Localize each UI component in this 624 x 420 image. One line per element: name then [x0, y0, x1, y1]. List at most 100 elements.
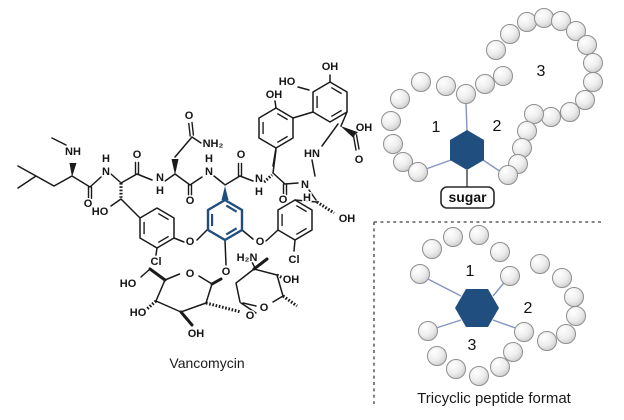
- atom-label: O: [133, 149, 142, 161]
- atom-label: H₂N: [237, 252, 258, 264]
- peptide-bead: [500, 24, 520, 44]
- atom-label: O: [84, 198, 93, 210]
- wedge-bond: [340, 126, 356, 138]
- bicyclic-peptide-schematic: 1 2 3 sugar: [381, 8, 603, 209]
- peptide-bead: [537, 331, 557, 351]
- peptide-bead: [577, 35, 597, 55]
- atom-label: OH: [339, 213, 356, 225]
- loop-label-2: 2: [524, 300, 533, 317]
- peptide-bead: [469, 225, 489, 245]
- peptide-bead: [534, 8, 554, 28]
- carbonyl-double-bonds: [87, 121, 360, 200]
- peptide-bead: [410, 264, 430, 284]
- sugar-box: [440, 186, 495, 209]
- molecule-caption: Vancomycin: [169, 355, 244, 371]
- atom-label: H: [303, 192, 311, 204]
- dashed-divider: [373, 221, 603, 404]
- peptide-bead: [490, 357, 510, 377]
- chlorophenol-ring-left: [139, 207, 175, 249]
- peptide-bead: [436, 76, 456, 96]
- aromatic-inner-bond: [330, 86, 342, 95]
- peptide-bead: [446, 359, 466, 379]
- peptide-bead: [390, 89, 410, 109]
- atom-label: O: [355, 154, 364, 166]
- atom-label: HO: [279, 76, 296, 88]
- peptide-bead: [514, 322, 534, 342]
- peptide-bead-chain: [410, 225, 586, 386]
- peptide-bead: [566, 306, 586, 326]
- aromatic-inner-bond: [330, 109, 342, 118]
- peptide-bead: [427, 346, 447, 366]
- atom-label: O: [260, 302, 269, 314]
- peptide-bead: [517, 12, 537, 32]
- atom-label: N: [102, 166, 110, 178]
- aromatic-inner-bond: [157, 212, 169, 221]
- loop-label-2: 2: [493, 118, 502, 135]
- atom-label: Cl: [151, 256, 162, 268]
- aromatic-inner-bond: [276, 135, 288, 144]
- atom-label: O: [237, 149, 246, 161]
- peptide-bead: [490, 242, 510, 262]
- peptide-bead: [393, 152, 413, 172]
- peptide-bead: [517, 121, 537, 141]
- peptide-bead: [486, 40, 506, 60]
- wedge-bond: [171, 159, 179, 175]
- atom-label: OH: [188, 328, 205, 340]
- peptide-bead: [575, 90, 595, 110]
- wedge-bond-blue: [221, 186, 229, 200]
- atom-label: OH: [266, 89, 283, 101]
- peptide-bead: [411, 72, 431, 92]
- aromatic-inner-bond: [295, 204, 307, 213]
- loop-label-1: 1: [432, 119, 441, 136]
- atom-label: HO: [130, 307, 147, 319]
- aromatic-inner-bond: [225, 227, 238, 236]
- peptide-bead: [583, 53, 603, 73]
- peptide-bead: [408, 162, 428, 182]
- atom-label: O: [222, 266, 231, 278]
- atom-label: O: [279, 194, 288, 206]
- atom-label: OH: [322, 61, 339, 73]
- peptide-bead: [566, 21, 586, 41]
- peptide-bead: [503, 342, 523, 362]
- atom-label: O: [256, 236, 265, 248]
- peptide-bead: [381, 111, 401, 131]
- scaffold-hexagon: [450, 130, 484, 170]
- atom-label: HO: [120, 278, 137, 290]
- peptide-bead: [560, 102, 580, 122]
- hashed-stereo-bonds: [119, 173, 335, 314]
- peptide-bead: [524, 104, 544, 124]
- peptide-bead: [530, 254, 550, 274]
- central-blue-ring: [206, 198, 244, 242]
- atom-label: H: [255, 186, 263, 198]
- aromatic-inner-bond: [295, 227, 307, 236]
- atom-label: OH: [356, 122, 373, 134]
- atom-label: OH: [283, 274, 300, 286]
- peptide-bead: [551, 11, 571, 31]
- atom-label: H: [205, 153, 213, 165]
- atom-label: O: [246, 310, 255, 322]
- wedge-bond: [69, 163, 77, 177]
- atom-label: NH₂: [203, 138, 224, 150]
- aromatic-inner-bond: [276, 112, 288, 121]
- scaffold-hexagon: [455, 289, 499, 327]
- atom-label: N: [205, 166, 213, 178]
- wedge-bond: [148, 257, 269, 327]
- atom-label: O: [186, 268, 195, 280]
- peptide-bead: [552, 268, 572, 288]
- chlorophenol-ring-right: [277, 199, 313, 241]
- peptide-bead: [383, 134, 403, 154]
- peptide-bead: [475, 74, 495, 94]
- atom-label: N: [301, 179, 309, 191]
- peptide-bead: [498, 165, 518, 185]
- atom-label: NH: [65, 146, 81, 158]
- peptide-bead: [418, 321, 438, 341]
- peptide-bead: [443, 227, 463, 247]
- atom-label: HO: [92, 206, 109, 218]
- hexagon-connector-lines: [423, 276, 522, 331]
- loop-label-1: 1: [466, 263, 475, 280]
- peptide-bead: [583, 72, 603, 92]
- peptide-bead: [422, 239, 442, 259]
